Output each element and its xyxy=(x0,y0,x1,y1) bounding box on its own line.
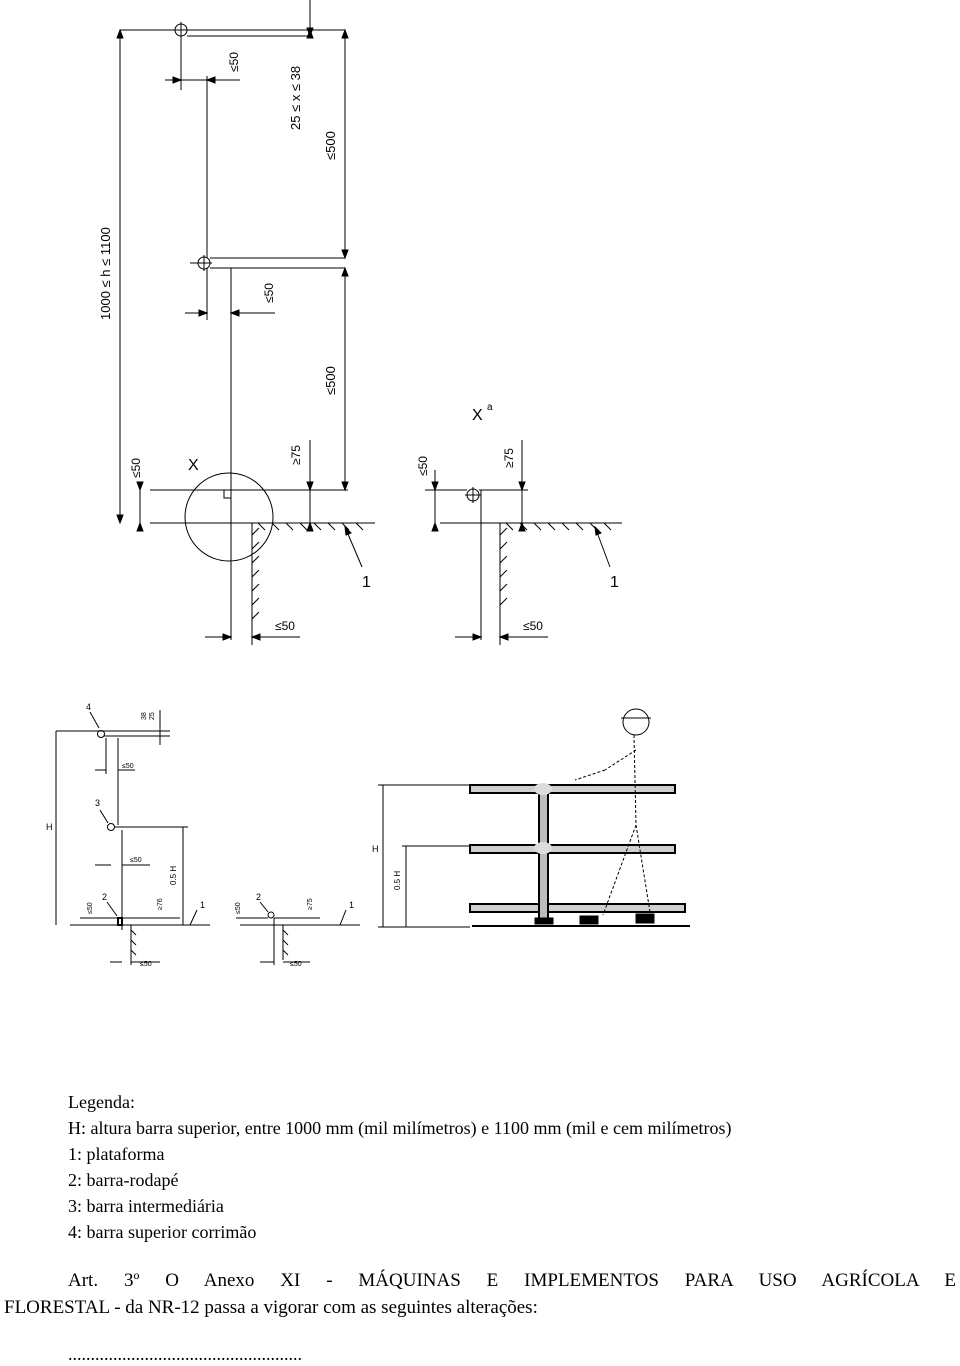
schem-b-n2: 2 xyxy=(256,892,261,902)
legend-item-2: 2: barra-rodapé xyxy=(68,1170,179,1190)
schem-d76: ≥76 xyxy=(157,898,164,910)
schem-lblH: H xyxy=(46,822,53,832)
dim-top: ≤50 xyxy=(227,52,241,72)
schem-b-d50b: ≤50 xyxy=(290,961,302,968)
guardrail-schematic-drawing: 4 38 25 ≤50 3 H ≤50 0.5 H 2 ≤50 ≥76 1 ≤5… xyxy=(46,702,690,968)
legend-item-3: 3: barra intermediária xyxy=(68,1196,224,1216)
label-1: 1 xyxy=(362,574,371,591)
article-line-2: FLORESTAL - da NR-12 passa a vigorar com… xyxy=(4,1297,538,1318)
rail-H: H xyxy=(372,844,379,854)
dim-bar-spacing: 25 ≤ x ≤ 38 xyxy=(288,66,303,130)
ellipsis-dots: ........................................… xyxy=(68,1344,302,1364)
dim-upper-500: ≤500 xyxy=(323,131,338,160)
schem-n4: 4 xyxy=(86,702,91,712)
legend-item-1: 1: plataforma xyxy=(68,1144,165,1164)
article-paragraph: Art. 3º O Anexo XI - MÁQUINAS E IMPLEMEN… xyxy=(4,1267,956,1321)
schem-d50b: ≤50 xyxy=(130,857,142,864)
detail-dim-75: ≥75 xyxy=(502,448,516,468)
legend-title: Legenda: xyxy=(68,1092,135,1112)
schem-d38: 38 xyxy=(141,712,148,720)
detail-dim-50: ≤50 xyxy=(416,456,430,476)
handrail-bars xyxy=(469,783,690,927)
schem-d25: 25 xyxy=(149,712,156,720)
rail-half: 0.5 H xyxy=(393,871,402,890)
schem-b-n1: 1 xyxy=(349,900,354,910)
legend: Legenda: H: altura barra superior, entre… xyxy=(68,1089,731,1245)
schem-half-h: 0.5 H xyxy=(169,866,178,885)
schem-d50c: ≤50 xyxy=(87,902,94,914)
label-x: X xyxy=(188,457,199,474)
schem-b-d50: ≤50 xyxy=(235,902,242,914)
detail-dim-bottom-50: ≤50 xyxy=(523,619,543,633)
worker-figure xyxy=(574,708,651,916)
schem-n2: 2 xyxy=(102,892,107,902)
dim-lower-500: ≤500 xyxy=(323,366,338,395)
dim-mid: ≤50 xyxy=(262,283,276,303)
article-line-1: Art. 3º O Anexo XI - MÁQUINAS E IMPLEMEN… xyxy=(68,1270,956,1291)
legend-item-h: H: altura barra superior, entre 1000 mm … xyxy=(68,1118,732,1138)
guardrail-dimension-drawing: ≤50 25 ≤ x ≤ 38 ≤500 1000 ≤ h ≤ 1100 ≤50… xyxy=(98,0,622,645)
dim-left-50: ≤50 xyxy=(129,458,143,478)
dim-h: 1000 ≤ h ≤ 1100 xyxy=(98,227,113,320)
detail-label: X xyxy=(472,407,483,424)
schem-d50a: ≤50 xyxy=(122,763,134,770)
detail-label-1: 1 xyxy=(610,574,619,591)
schem-b-d75: ≥75 xyxy=(307,898,314,910)
schem-n3: 3 xyxy=(95,798,100,808)
detail-sup: a xyxy=(487,402,493,413)
schem-d50d: ≤50 xyxy=(140,961,152,968)
legend-item-4: 4: barra superior corrimão xyxy=(68,1222,257,1242)
dim-bottom-50: ≤50 xyxy=(275,619,295,633)
schem-n1: 1 xyxy=(200,900,205,910)
dim-75: ≥75 xyxy=(289,445,303,465)
